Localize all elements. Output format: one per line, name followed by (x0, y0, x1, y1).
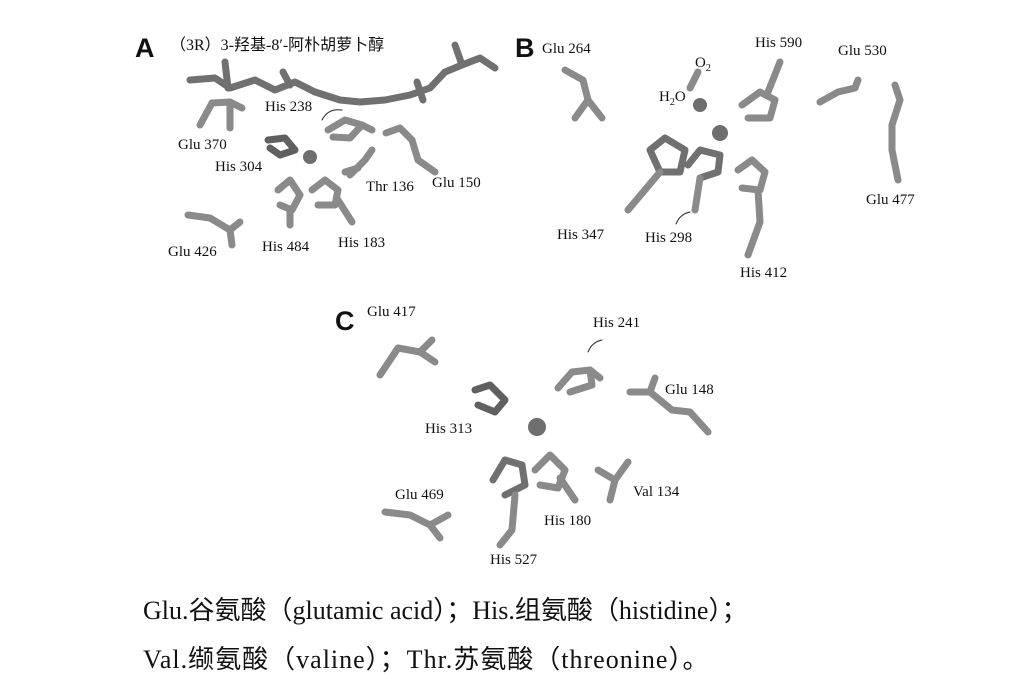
caption-line-1: Glu.谷氨酸（glutamic acid）；His.组氨酸（histidine… (143, 596, 748, 625)
label-thr136: Thr 136 (366, 179, 414, 195)
his313-ring (471, 381, 509, 416)
metal-ion-b (712, 125, 728, 141)
his527-ring (489, 456, 529, 499)
o2-base: O (695, 55, 706, 71)
his484-ring (274, 176, 304, 214)
label-his238: His 238 (265, 99, 313, 115)
label-glu477: Glu 477 (866, 192, 915, 208)
glu477-stick (888, 81, 904, 184)
label-his412: His 412 (740, 265, 788, 281)
label-his241: His 241 (593, 315, 641, 331)
glu148-stick (626, 388, 712, 436)
label-glu426: Glu 426 (168, 244, 217, 260)
label-his347: His 347 (557, 227, 605, 243)
label-val134: Val 134 (633, 484, 680, 500)
his298-ring (684, 146, 724, 182)
glu370-stick (196, 98, 246, 129)
his304-ring (264, 134, 299, 159)
glu426-stick (184, 211, 244, 234)
label-his590: His 590 (755, 35, 803, 51)
panel-a-letter: A (135, 33, 155, 63)
arrow-his241 (587, 339, 603, 353)
label-glu148: Glu 148 (665, 382, 714, 398)
panel-c-letter: C (335, 306, 355, 336)
label-o2: O2 (695, 56, 711, 74)
his590-ring (738, 88, 779, 122)
label-his183: His 183 (338, 235, 386, 251)
label-glu150: Glu 150 (432, 175, 481, 191)
label-glu417: Glu 417 (367, 304, 416, 320)
h2o-pre: H (659, 89, 670, 105)
glu469-stick (381, 508, 452, 529)
arrow-his238 (321, 109, 343, 121)
panel-a-title: （3R）3-羟基-8′-阿朴胡萝卜醇 (170, 37, 385, 54)
glu264-stick (561, 66, 592, 122)
label-glu264: Glu 264 (542, 41, 591, 57)
label-glu530: Glu 530 (838, 43, 887, 59)
glu150-stick (382, 124, 439, 176)
h2o-post: O (674, 89, 686, 105)
his347-ring (646, 134, 689, 176)
label-his298: His 298 (645, 230, 693, 246)
glu530-stick (816, 76, 862, 106)
label-his180: His 180 (544, 513, 592, 529)
water-sphere (693, 98, 707, 112)
label-his484: His 484 (262, 239, 310, 255)
arrow-his298 (675, 211, 691, 225)
label-his304: His 304 (215, 159, 263, 175)
his241-ring (554, 366, 596, 396)
his183-ring (308, 176, 342, 209)
label-his313: His 313 (425, 421, 473, 437)
caption-line-2: Val.缬氨酸（valine）；Thr.苏氨酸（threonine）。 (143, 645, 710, 674)
ligand-chain (186, 54, 499, 106)
o2-sub: 2 (705, 63, 711, 74)
panel-b-letter: B (515, 33, 535, 63)
metal-ion-c (528, 418, 546, 436)
metal-ion-a (303, 150, 317, 164)
o2-molecule (686, 68, 702, 92)
label-his527: His 527 (490, 552, 538, 568)
his238-ring (324, 116, 366, 142)
h2o-sub: 2 (669, 97, 675, 108)
his412-ring (734, 156, 769, 194)
his180-ring (531, 451, 569, 492)
label-glu370: Glu 370 (178, 137, 227, 153)
label-h2o: H2O (659, 90, 686, 108)
label-glu469: Glu 469 (395, 487, 444, 503)
glu417-stick (376, 336, 436, 379)
